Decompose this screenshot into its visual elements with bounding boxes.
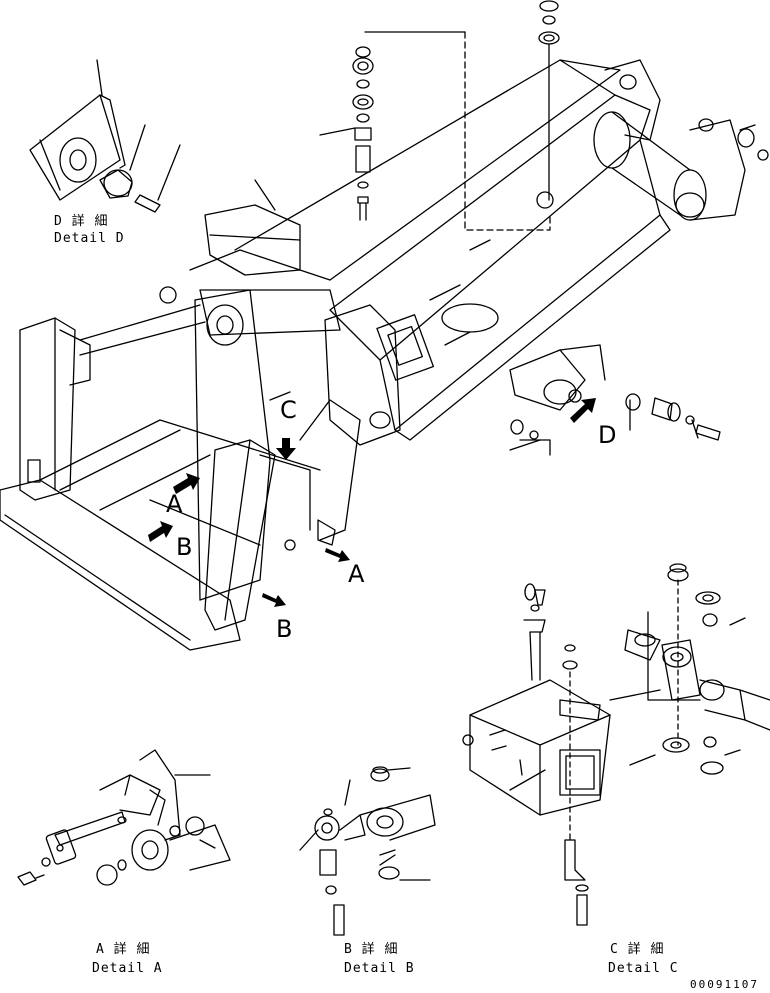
view-arrow-glyphs xyxy=(148,398,596,607)
view-label-a-1: A xyxy=(166,490,183,518)
detail-a-caption-jp: A 詳 細 xyxy=(96,942,151,957)
main-frame xyxy=(0,59,746,651)
view-label-a-2: A xyxy=(348,560,365,588)
detail-b-caption-jp: B 詳 細 xyxy=(344,942,399,957)
leader-lines xyxy=(254,127,631,451)
detail-d-caption-jp: D 詳 細 xyxy=(54,214,109,229)
detail-a-caption-en: Detail A xyxy=(92,961,163,976)
view-label-b-2: B xyxy=(276,615,293,643)
detail-d-caption-en: Detail D xyxy=(54,231,125,246)
top-parts-stack xyxy=(352,0,560,231)
view-label-d: D xyxy=(598,421,617,449)
detail-d-drawing xyxy=(29,59,181,213)
view-label-b-1: B xyxy=(176,533,193,561)
drawing-code: 00091107 xyxy=(690,978,759,991)
view-label-c: C xyxy=(280,396,297,424)
detail-b-caption-en: Detail B xyxy=(344,961,415,976)
detail-c-caption-jp: C 詳 細 xyxy=(610,942,665,957)
detail-c-drawing xyxy=(462,563,770,926)
detail-a-drawing xyxy=(17,749,231,886)
detail-c-caption-en: Detail C xyxy=(608,961,679,976)
right-pivot-parts xyxy=(510,124,769,456)
detail-b-drawing xyxy=(299,766,436,936)
